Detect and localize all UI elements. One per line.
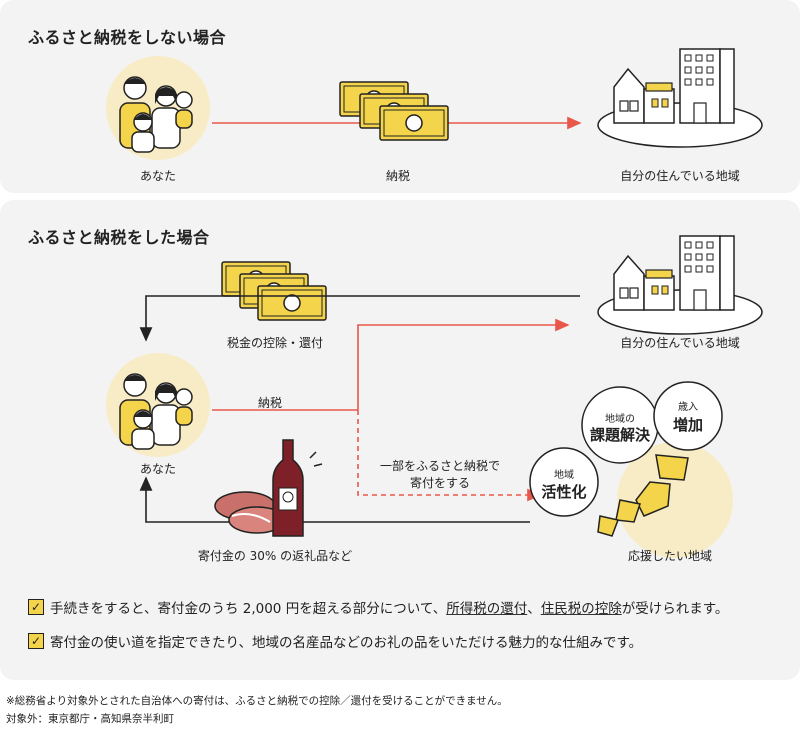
label-you: あなた xyxy=(139,169,176,183)
local-town-illustration-2 xyxy=(597,235,763,335)
family-illustration-2 xyxy=(105,352,211,458)
bubble-issue-small: 地域の xyxy=(605,414,635,425)
label-support-region: 応援したい地域 xyxy=(627,549,712,563)
refund-money-illustration xyxy=(221,261,327,321)
label-you-2: あなた xyxy=(139,462,176,476)
donation-line-2: 寄付をする xyxy=(409,476,470,490)
label-local-area-2: 自分の住んでいる地域 xyxy=(620,336,740,350)
donation-line-1: 一部をふるさと納税で xyxy=(379,459,500,473)
region-background xyxy=(617,442,733,558)
footnote-2: 対象外：東京都庁・高知県奈半利町 xyxy=(6,713,174,725)
label-tax: 納税 xyxy=(385,169,410,183)
check-2-text: 寄付金の使い道を指定できたり、地域の名産品などのお礼の品をいただける魅力的な仕組… xyxy=(50,635,643,651)
bubble-revitalize-big: 活性化 xyxy=(541,483,587,501)
bubble-issue-big: 課題解決 xyxy=(589,426,650,444)
bubble-revenue-big: 増加 xyxy=(672,416,703,434)
gifts-arrow xyxy=(139,476,530,523)
label-donation: 一部をふるさと納税で 寄付をする xyxy=(365,458,515,492)
local-town-illustration xyxy=(597,48,763,148)
section-title-with: ふるさと納税をした場合 xyxy=(28,228,210,247)
footnote-1: ※総務省より対象外とされた自治体への寄付は、ふるさと納税での控除／還付を受けるこ… xyxy=(6,695,508,707)
tax-arrow-2 xyxy=(357,318,570,410)
wine-bottle-icon xyxy=(272,439,323,537)
donation-arrow xyxy=(357,410,542,502)
section-title-without: ふるさと納税をしない場合 xyxy=(28,28,227,47)
refund-arrow xyxy=(139,295,580,342)
label-gifts: 寄付金の 30% の返礼品など xyxy=(197,549,353,563)
checkbox-icon: ✓ xyxy=(28,599,44,615)
bubble-revenue-small: 歳入 xyxy=(678,402,698,413)
check-item-1: ✓ 手続きをすると、寄付金のうち 2,000 円を超える部分について、所得税の還… xyxy=(28,597,728,617)
money-illustration xyxy=(339,81,449,141)
bubble-revitalize xyxy=(529,447,599,517)
label-local-area: 自分の住んでいる地域 xyxy=(620,169,740,183)
income-tax-refund: 所得税の還付 xyxy=(446,601,528,617)
label-tax-2: 納税 xyxy=(257,396,282,410)
family-illustration xyxy=(105,55,211,161)
checkbox-icon: ✓ xyxy=(28,633,44,649)
check-1-text: 手続きをすると、寄付金のうち 2,000 円を超える部分について、所得税の還付、… xyxy=(50,601,729,617)
bubble-revenue xyxy=(653,381,723,451)
japan-map-icon xyxy=(597,454,689,537)
bubble-revitalize-small: 地域 xyxy=(554,470,574,481)
label-deduction-refund: 税金の控除・還付 xyxy=(226,336,323,350)
check-item-2: ✓ 寄付金の使い道を指定できたり、地域の名産品などのお礼の品をいただける魅力的な… xyxy=(28,631,642,651)
meat-icon xyxy=(214,491,286,534)
resident-tax-deduction: 住民税の控除 xyxy=(540,601,622,617)
